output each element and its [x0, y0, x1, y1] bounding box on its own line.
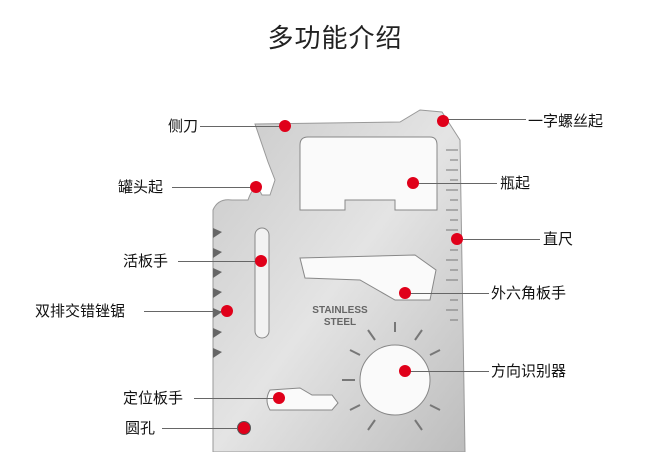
- label-double-saw: 双排交错锉锯: [35, 302, 126, 320]
- leader-line: [457, 239, 540, 240]
- label-flat-screwdriver: 一字螺丝起: [528, 112, 604, 130]
- leader-line: [405, 371, 489, 372]
- leader-line: [144, 311, 227, 312]
- leader-line: [172, 187, 256, 188]
- leader-line: [162, 428, 244, 429]
- leader-line: [200, 126, 285, 127]
- card-engraving-line2: STEEL: [324, 317, 356, 328]
- leader-line: [194, 398, 279, 399]
- marker-dot: [279, 120, 291, 132]
- label-can-opener: 罐头起: [118, 178, 164, 196]
- marker-dot: [221, 305, 233, 317]
- label-adjustable-wrench: 活板手: [123, 252, 169, 270]
- label-positioning-wrench: 定位板手: [123, 389, 184, 407]
- leader-line: [443, 119, 526, 120]
- marker-dot: [451, 233, 463, 245]
- card-engraving-line1: STAINLESS: [312, 305, 368, 316]
- marker-dot: [437, 115, 449, 127]
- marker-dot: [238, 422, 250, 434]
- label-round-hole: 圆孔: [125, 419, 156, 437]
- marker-dot: [250, 181, 262, 193]
- leader-line: [405, 293, 489, 294]
- marker-dot: [399, 365, 411, 377]
- leader-line: [178, 261, 261, 262]
- marker-dot: [255, 255, 267, 267]
- label-ruler: 直尺: [543, 230, 574, 248]
- marker-dot: [399, 287, 411, 299]
- page-title: 多功能介绍: [267, 24, 403, 54]
- marker-dot: [273, 392, 285, 404]
- label-direction-finder: 方向识别器: [491, 362, 567, 380]
- label-hex-wrench: 外六角板手: [491, 284, 567, 302]
- label-bottle-opener: 瓶起: [500, 174, 531, 192]
- leader-line: [413, 183, 497, 184]
- marker-dot: [407, 177, 419, 189]
- label-side-knife: 侧刀: [168, 117, 199, 135]
